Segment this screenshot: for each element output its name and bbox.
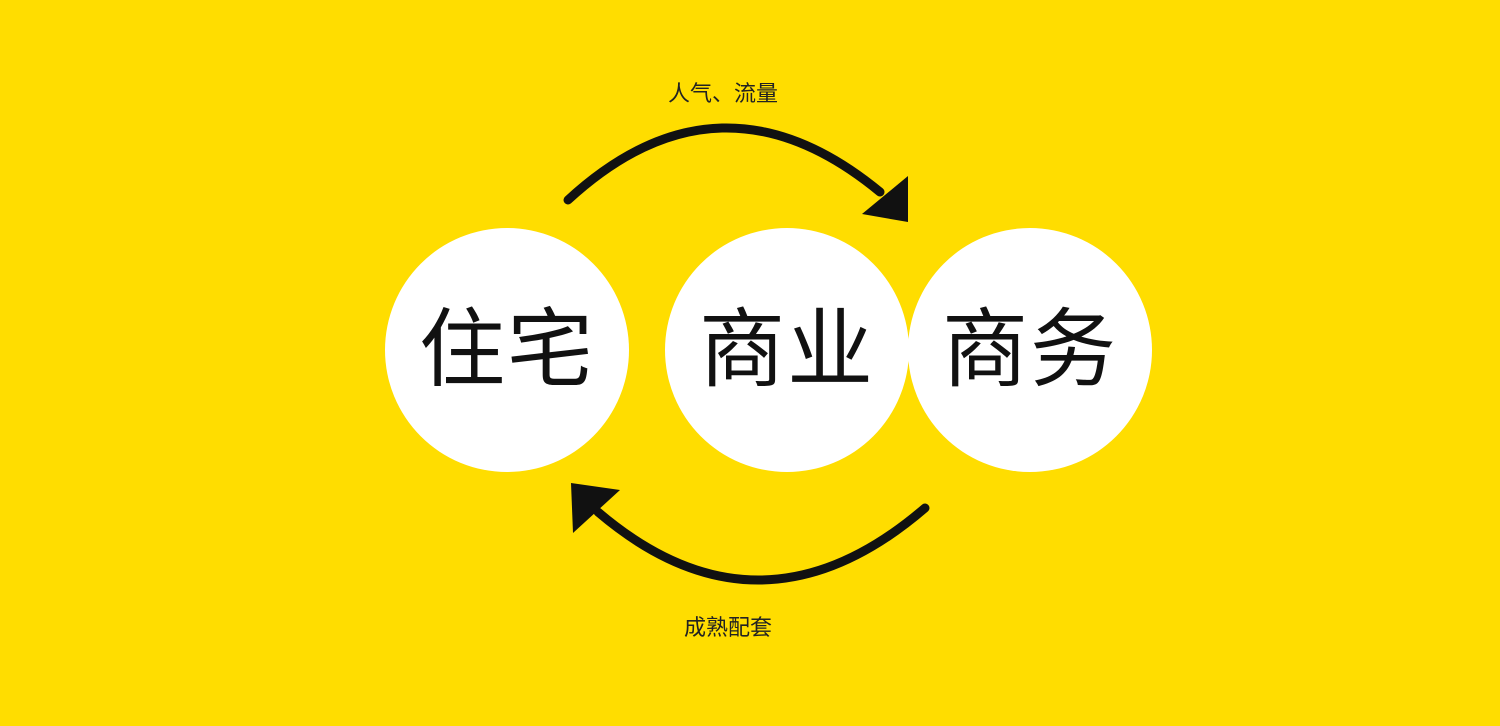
bottom-arrowhead — [571, 483, 620, 533]
top-arrow-label: 人气、流量 — [668, 82, 779, 107]
bottom-arrow-arc — [593, 503, 930, 585]
circle-business: 商务 — [908, 228, 1152, 472]
bottom-arrow-label: 成熟配套 — [684, 616, 773, 641]
circle-label-business: 商务 — [942, 300, 1118, 400]
top-arrow-arc — [563, 123, 885, 205]
top-arrowhead — [862, 176, 908, 222]
circle-commercial: 商业 — [665, 228, 909, 472]
circle-residential: 住宅 — [385, 228, 629, 472]
circle-label-commercial: 商业 — [699, 300, 875, 400]
circle-label-residential: 住宅 — [419, 300, 595, 400]
